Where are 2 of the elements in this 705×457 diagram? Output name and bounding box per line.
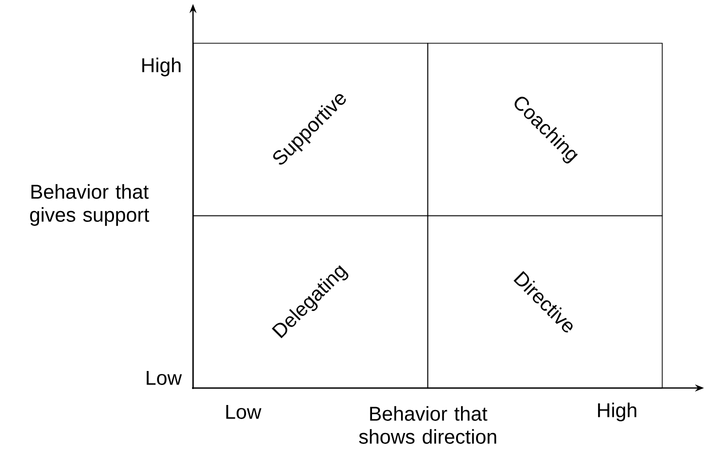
axis-label: Behavior that gives support xyxy=(30,184,150,226)
axis-label: Behavior that shows direction xyxy=(359,406,496,444)
